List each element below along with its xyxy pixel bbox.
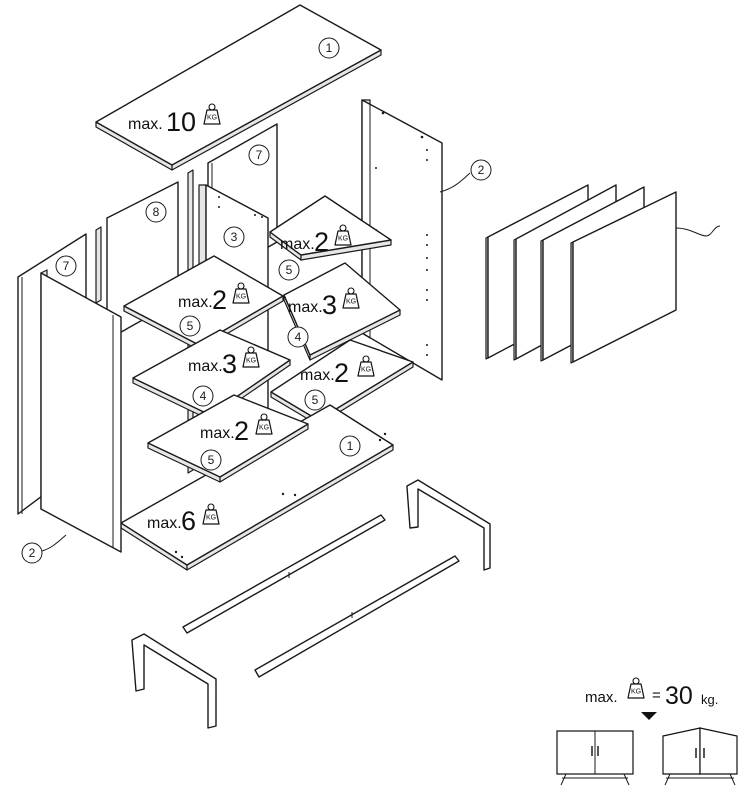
bottom-panel <box>120 404 394 571</box>
svg-text:8: 8 <box>153 205 160 219</box>
svg-text:5: 5 <box>312 393 319 407</box>
rail-lower <box>254 555 460 678</box>
kg-weight-icon: KG <box>242 346 260 368</box>
svg-text:2: 2 <box>334 358 349 388</box>
svg-text:max.: max. <box>188 358 223 375</box>
svg-text:max.: max. <box>585 689 618 706</box>
kg-weight-icon: KG <box>342 287 360 309</box>
label-shelf-left-top: 5 <box>179 315 201 337</box>
kg-weight-icon: KG <box>255 413 273 435</box>
kg-weight-icon: KG <box>627 677 645 699</box>
svg-text:3: 3 <box>222 349 237 379</box>
shelf-left-low <box>147 394 309 483</box>
label-shelf-right-low: 5 <box>304 389 326 411</box>
kg-weight-icon: KG <box>357 355 375 377</box>
svg-text:2: 2 <box>29 546 36 560</box>
svg-text:5: 5 <box>208 453 215 467</box>
label-side-panel-right: 2 <box>470 159 492 181</box>
svg-text:KG: KG <box>206 515 216 522</box>
load-label-shelf-left-top: max. 2 KG <box>178 282 250 315</box>
load-label-top: max. 10 KG <box>128 103 221 137</box>
svg-text:max.: max. <box>288 299 323 316</box>
svg-text:max.: max. <box>147 515 182 532</box>
svg-text:max.: max. <box>178 294 213 311</box>
label-back-panel-right: 7 <box>248 144 270 166</box>
label-back-panel-middle: 8 <box>145 201 167 223</box>
label-back-panel-left: 7 <box>55 255 77 277</box>
svg-text:6: 6 <box>181 506 196 536</box>
svg-text:7: 7 <box>63 259 70 273</box>
label-top-panel: 1 <box>318 37 340 59</box>
svg-text:KG: KG <box>361 367 371 374</box>
svg-text:5: 5 <box>187 319 194 333</box>
label-shelf-left-low: 5 <box>200 449 222 471</box>
cabinet-icon-open <box>662 727 738 786</box>
svg-text:KG: KG <box>207 115 217 122</box>
svg-text:KG: KG <box>338 236 348 243</box>
load-label-shelf-right-mid: max. 3 KG <box>288 287 360 320</box>
svg-text:=: = <box>652 687 661 704</box>
svg-text:1: 1 <box>347 439 354 453</box>
svg-text:max.: max. <box>200 425 235 442</box>
label-bottom-panel: 1 <box>339 435 361 457</box>
svg-text:KG: KG <box>259 425 269 432</box>
svg-text:KG: KG <box>346 299 356 306</box>
leg-frame-right <box>406 479 491 571</box>
rail-upper <box>182 514 386 634</box>
svg-text:10: 10 <box>166 107 196 137</box>
svg-text:4: 4 <box>295 330 302 344</box>
total-load-note: max. KG = 30 kg. <box>585 677 718 720</box>
load-label-shelf-left-mid: max. 3 KG <box>188 346 260 379</box>
svg-text:4: 4 <box>200 389 207 403</box>
svg-text:5: 5 <box>286 263 293 277</box>
leg-frame-left <box>131 633 217 729</box>
svg-text:max.: max. <box>300 367 335 384</box>
kg-weight-icon: KG <box>232 282 250 304</box>
label-shelf-right-top: 5 <box>278 259 300 281</box>
arrow-down-icon <box>641 712 657 720</box>
kg-weight-icon: KG <box>334 224 352 246</box>
top-panel <box>95 4 382 171</box>
load-label-shelf-right-top: max. 2 KG <box>280 224 352 257</box>
kg-weight-icon: KG <box>202 503 220 525</box>
part-number-labels: 1 2 7 8 3 7 5 5 4 4 5 1 5 2 <box>21 37 492 564</box>
door-panels <box>485 184 721 364</box>
svg-text:KG: KG <box>246 358 256 365</box>
load-label-shelf-right-low: max. 2 KG <box>300 355 375 388</box>
label-middle-divider: 3 <box>223 226 245 248</box>
label-shelf-left-mid: 4 <box>192 385 214 407</box>
svg-text:kg.: kg. <box>701 692 718 707</box>
cabinet-icon-closed <box>556 730 634 786</box>
svg-text:KG: KG <box>631 689 641 696</box>
shelf-right-top <box>269 195 392 261</box>
load-label-shelf-left-low: max. 2 KG <box>200 413 273 446</box>
leader-lines <box>41 172 471 552</box>
svg-text:KG: KG <box>236 294 246 301</box>
svg-text:2: 2 <box>212 285 227 315</box>
svg-text:max.: max. <box>280 236 315 253</box>
side-panel-left <box>40 269 122 553</box>
load-label-bottom: max. 6 KG <box>147 503 220 536</box>
svg-text:2: 2 <box>314 227 329 257</box>
svg-text:2: 2 <box>478 163 485 177</box>
label-shelf-right-mid: 4 <box>287 326 309 348</box>
label-side-panel-left: 2 <box>21 542 43 564</box>
svg-text:7: 7 <box>256 148 263 162</box>
svg-text:2: 2 <box>234 416 249 446</box>
kg-weight-icon: KG <box>203 103 221 125</box>
svg-text:1: 1 <box>326 41 333 55</box>
svg-text:3: 3 <box>231 230 238 244</box>
svg-text:30: 30 <box>665 682 693 710</box>
svg-text:3: 3 <box>322 290 337 320</box>
svg-text:max.: max. <box>128 116 163 133</box>
